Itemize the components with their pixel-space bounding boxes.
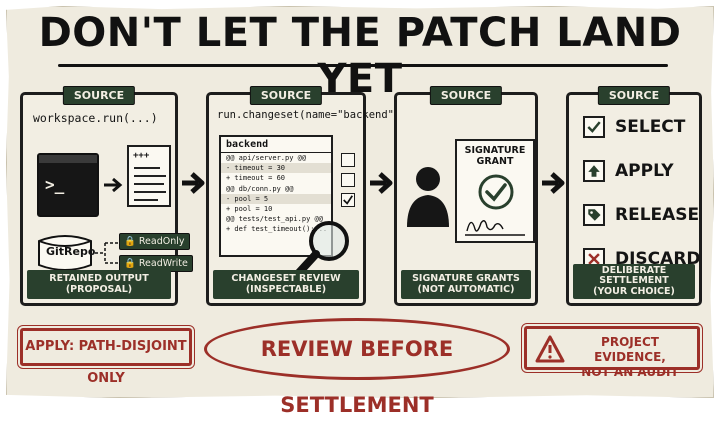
diff-line: @@ db/conn.py @@: [226, 184, 294, 193]
check-circle-icon: [478, 174, 514, 210]
tag-icon: [583, 204, 605, 226]
check-icon: [583, 116, 605, 138]
option-apply: APPLY: [583, 159, 693, 185]
flow-arrow-1: [182, 172, 205, 194]
git-repo-label: GitRepo: [46, 245, 96, 258]
panel-retained-output: SOURCE workspace.run(...) >_ +++ GitRepo…: [20, 86, 193, 306]
option-label: SELECT: [615, 117, 686, 137]
diff-line: + def test_timeout():...: [226, 225, 328, 234]
warning-icon: [535, 335, 565, 363]
arrow-right-icon: [104, 177, 123, 193]
panel-caption: RETAINED OUTPUT (PROPOSAL): [27, 270, 171, 299]
option-label: RELEASE: [615, 205, 700, 225]
signature-grant-card: SIGNATURE GRANT: [455, 139, 535, 243]
badge-readonly: 🔒 ReadOnly: [119, 233, 190, 250]
panel-caption: DELIBERATE SETTLEMENT (YOUR CHOICE): [573, 263, 695, 299]
comment-icon: [341, 153, 355, 167]
source-tag: SOURCE: [597, 86, 671, 105]
stamp-right-line-2: NOT AN AUDIT: [581, 365, 679, 379]
panel-changeset-review: SOURCE run.changeset(name="backend") bac…: [206, 86, 400, 306]
magnifier-icon: [291, 221, 349, 281]
workspace-run-code: workspace.run(...): [33, 111, 158, 125]
repository-cylinder-icon: [38, 235, 92, 271]
option-release: RELEASE: [583, 203, 699, 229]
checkbox-checked-icon: [341, 193, 355, 207]
up-arrow-icon: [583, 160, 605, 182]
comment-icon: [341, 173, 355, 187]
caption-line-1: DELIBERATE SETTLEMENT: [599, 264, 669, 287]
grant-title-line-1: SIGNATURE: [464, 145, 526, 156]
diff-line: @@ tests/test_api.py @@: [226, 215, 323, 224]
diff-line: - timeout = 30: [221, 163, 331, 174]
caption-line-2: (YOUR CHOICE): [593, 285, 675, 297]
changeset-code: run.changeset(name="backend"): [217, 109, 401, 121]
panel-deliberate-settlement: SOURCE SELECT APPLY RELEASE DISCARD DELI…: [566, 86, 702, 306]
page-title: DON'T LET THE PATCH LAND YET: [38, 10, 682, 102]
signature-scribble-icon: [465, 220, 525, 236]
source-tag: SOURCE: [249, 86, 323, 105]
source-tag: SOURCE: [62, 86, 136, 105]
stamp-project-evidence: PROJECT EVIDENCE, NOT AN AUDIT: [521, 323, 703, 379]
diff-line: - pool = 5: [221, 193, 331, 205]
grant-title-line-2: GRANT: [476, 155, 514, 167]
panel-caption: SIGNATURE GRANTS (NOT AUTOMATIC): [401, 270, 531, 299]
stamp-path-disjoint: APPLY: PATH-DISJOINT ONLY: [17, 325, 195, 386]
option-select: SELECT: [583, 115, 693, 141]
panel-caption: CHANGESET REVIEW (INSPECTABLE): [213, 270, 359, 299]
stamp-review-before-settlement: REVIEW BEFORE SETTLEMENT: [204, 318, 510, 417]
title-underline: [58, 64, 668, 67]
stamp-right-line-1: PROJECT EVIDENCE,: [594, 335, 666, 364]
diff-line: + timeout = 60: [226, 174, 286, 183]
flow-arrow-2: [370, 172, 393, 194]
diff-line: + pool = 10: [226, 205, 273, 214]
changeset-doc-title: backend: [221, 137, 331, 153]
dashed-connector: [95, 242, 119, 264]
source-tag: SOURCE: [429, 86, 503, 105]
person-icon: [407, 167, 449, 227]
terminal-icon: >_: [37, 153, 99, 217]
panel-signature-grants: SOURCE SIGNATURE GRANT SIGNATURE GRANTS …: [394, 86, 538, 306]
option-label: APPLY: [615, 161, 674, 181]
diff-line: @@ api/server.py @@: [226, 154, 307, 162]
flow-arrow-3: [542, 172, 565, 194]
proposal-document-icon: +++: [127, 145, 171, 207]
